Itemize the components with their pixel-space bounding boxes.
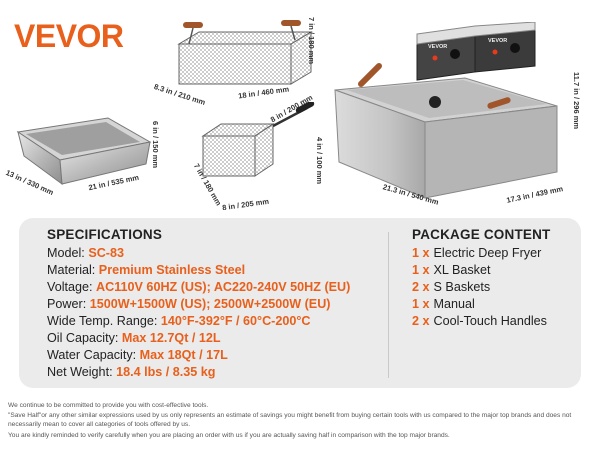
deep-fryer-image bbox=[334, 22, 558, 199]
spec-label: Wide Temp. Range: bbox=[47, 314, 161, 328]
package-qty: 1 x bbox=[412, 263, 430, 277]
spec-value: Premium Stainless Steel bbox=[98, 263, 246, 277]
package-item: Electric Deep Fryer bbox=[433, 246, 542, 260]
xl-basket-image bbox=[177, 20, 313, 85]
specs-title: SPECIFICATIONS bbox=[47, 227, 163, 242]
spec-value: 1500W+1500W (US); 2500W+2500W (EU) bbox=[89, 297, 331, 311]
package-qty: 2 x bbox=[412, 314, 430, 328]
fryer-left-brand-label: VEVOR bbox=[428, 44, 448, 50]
spec-row-material: Material: Premium Stainless Steel bbox=[47, 263, 245, 277]
package-qty: 1 x bbox=[412, 297, 430, 311]
spec-label: Material: bbox=[47, 263, 99, 277]
spec-label: Voltage: bbox=[47, 280, 97, 294]
disclaimer-line-2: "Save Half"or any other similar expressi… bbox=[8, 412, 572, 428]
small-basket-image bbox=[201, 102, 315, 177]
spec-value: 18.4 lbs / 8.35 kg bbox=[116, 365, 216, 379]
spec-row-net-weight: Net Weight: 18.4 lbs / 8.35 kg bbox=[47, 365, 216, 379]
fryer-right-brand-label: VEVOR bbox=[488, 38, 508, 44]
spec-label: Water Capacity: bbox=[47, 348, 140, 362]
panel-divider bbox=[388, 232, 389, 378]
package-item: Cool-Touch Handles bbox=[433, 314, 547, 328]
spec-row-oil-capacity: Oil Capacity: Max 12.7Qt / 12L bbox=[47, 331, 221, 345]
spec-value: Max 12.7Qt / 12L bbox=[121, 331, 221, 345]
small-basket-width-label: 8 in / 205 mm bbox=[221, 196, 270, 213]
disclaimer-line-3: You are kindly reminded to verify carefu… bbox=[8, 432, 450, 439]
disclaimer-line-1: We continue to be committed to provide y… bbox=[8, 402, 209, 409]
package-qty: 2 x bbox=[412, 280, 430, 294]
spec-row-temp-range: Wide Temp. Range: 140°F-392°F / 60°C-200… bbox=[47, 314, 311, 328]
fryer-height-label: 11.7 in / 296 mm bbox=[572, 71, 582, 130]
package-item: S Baskets bbox=[433, 280, 491, 294]
spec-label: Model: bbox=[47, 246, 89, 260]
spec-label: Oil Capacity: bbox=[47, 331, 122, 345]
spec-row-model: Model: SC-83 bbox=[47, 246, 124, 260]
spec-value: SC-83 bbox=[88, 246, 125, 260]
xl-basket-height-label: 7 in / 180 mm bbox=[307, 16, 317, 65]
spec-value: 140°F-392°F / 60°C-200°C bbox=[160, 314, 311, 328]
spec-row-water-capacity: Water Capacity: Max 18Qt / 17L bbox=[47, 348, 228, 362]
spec-value: Max 18Qt / 17L bbox=[139, 348, 228, 362]
specs-panel: SPECIFICATIONS Model: SC-83 Material: Pr… bbox=[19, 218, 581, 388]
spec-label: Power: bbox=[47, 297, 90, 311]
package-title: PACKAGE CONTENT bbox=[412, 227, 551, 242]
small-basket-height-label: 4 in / 100 mm bbox=[315, 136, 325, 185]
brand-logo: VEVOR bbox=[14, 18, 124, 54]
spec-label: Net Weight: bbox=[47, 365, 117, 379]
spec-row-voltage: Voltage: AC110V 60HZ (US); AC220-240V 50… bbox=[47, 280, 350, 294]
spec-row-power: Power: 1500W+1500W (US); 2500W+2500W (EU… bbox=[47, 297, 330, 311]
package-qty: 1 x bbox=[412, 246, 430, 260]
package-item: Manual bbox=[433, 297, 475, 311]
pan-height-label: 6 in / 150 mm bbox=[151, 120, 161, 169]
spec-value: AC110V 60HZ (US); AC220-240V 50HZ (EU) bbox=[96, 280, 351, 294]
package-item: XL Basket bbox=[433, 263, 491, 277]
steel-pan-image bbox=[16, 117, 152, 186]
